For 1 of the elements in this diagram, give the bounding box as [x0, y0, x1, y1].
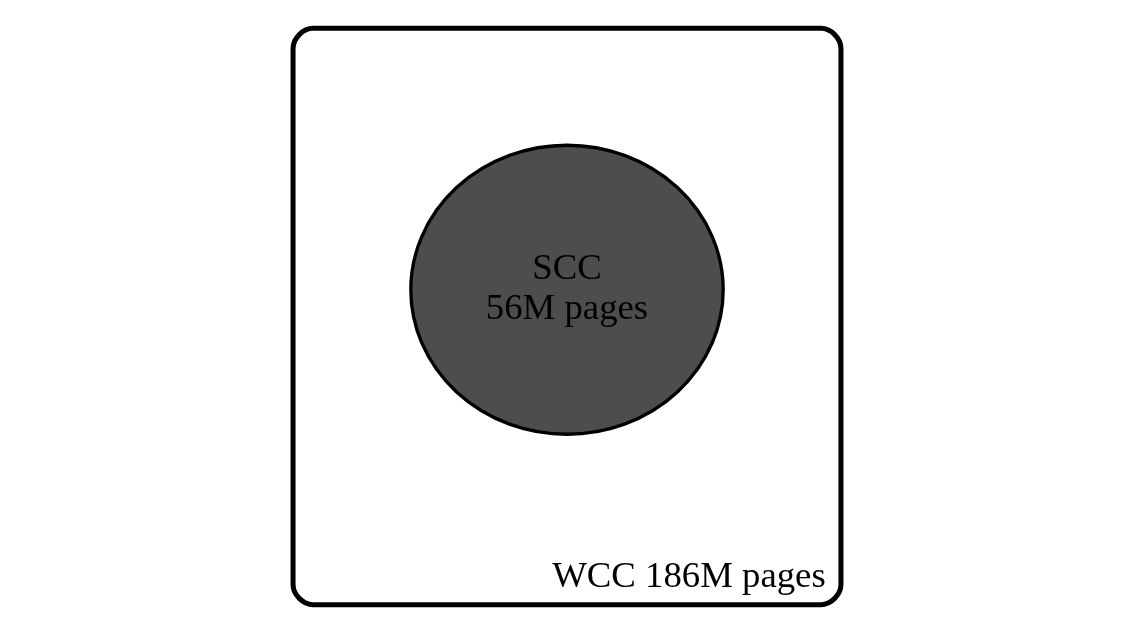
node-circle: SCC 56M pages — [409, 143, 725, 436]
